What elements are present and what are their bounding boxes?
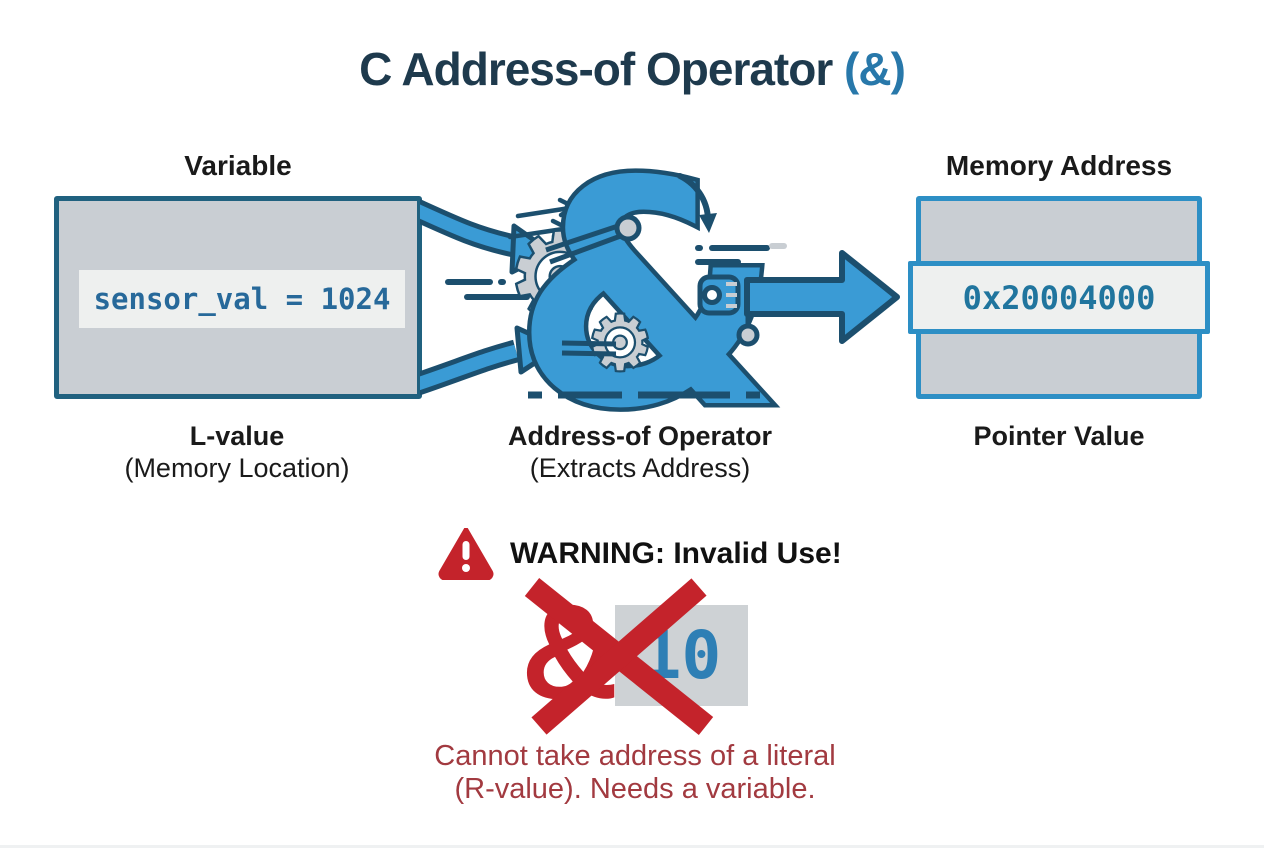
variable-caption: L-value (Memory Location) <box>37 420 437 484</box>
warning-message-line1: Cannot take address of a literal <box>434 740 836 772</box>
warning-header: WARNING: Invalid Use! <box>438 528 842 580</box>
variable-box: sensor_val = 1024 <box>54 196 422 399</box>
operator-caption: Address-of Operator (Extracts Address) <box>440 420 840 484</box>
operator-caption-sub: (Extracts Address) <box>529 453 751 483</box>
memory-heading: Memory Address <box>945 150 1173 181</box>
pointer-caption: Pointer Value <box>859 420 1259 452</box>
circuit-node-icon <box>697 274 760 347</box>
variable-caption-sub: (Memory Location) <box>124 453 350 483</box>
variable-code-text: sensor_val = 1024 <box>93 282 391 316</box>
dash-dot-lines-icon <box>695 243 787 265</box>
memory-address-text: 0x20004000 <box>962 278 1156 317</box>
cross-out-icon <box>524 578 714 735</box>
warning-triangle-icon <box>438 528 494 580</box>
operator-caption-title: Address-of Operator <box>507 421 773 451</box>
output-arrow-icon <box>744 250 900 344</box>
input-arrow-bottom-icon <box>420 325 562 396</box>
memory-address-band: 0x20004000 <box>908 261 1210 334</box>
variable-caption-title: L-value <box>189 421 285 451</box>
address-of-operator-illustration: ⚙ & ⚙ <box>420 158 900 430</box>
ampersand-icon: & <box>513 158 783 430</box>
page-title-text: C Address-of Operator <box>359 43 845 95</box>
bottom-edge-strip <box>0 845 1264 848</box>
variable-heading: Variable <box>184 150 292 181</box>
page-title-accent: (&) <box>844 43 906 95</box>
speed-dashes-icon <box>445 279 530 300</box>
rotation-arrow-icon <box>677 173 717 233</box>
warning-title: WARNING: Invalid Use! <box>510 537 842 570</box>
page-title: C Address-of Operator (&) <box>0 42 1264 96</box>
pointer-caption-title: Pointer Value <box>973 421 1145 451</box>
small-arrows-icon <box>507 197 577 240</box>
warning-message: Cannot take address of a literal (R-valu… <box>335 740 935 806</box>
pivot-needle-icon <box>545 214 642 357</box>
variable-value-strip: sensor_val = 1024 <box>79 270 405 328</box>
warning-message-line2: (R-value). Needs a variable. <box>454 773 816 805</box>
